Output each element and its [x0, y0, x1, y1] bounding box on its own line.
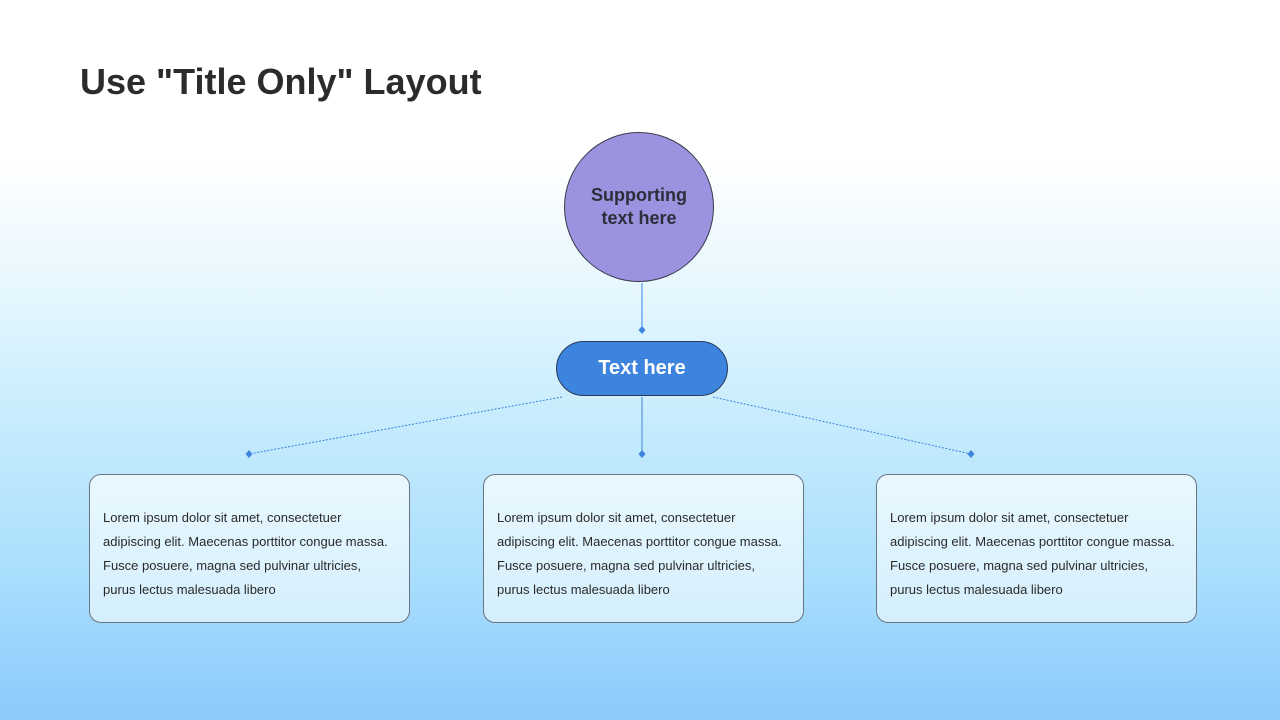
card-1-body: Lorem ipsum dolor sit amet, consectetuer…	[103, 510, 388, 597]
text-card-3[interactable]: Lorem ipsum dolor sit amet, consectetuer…	[876, 474, 1197, 623]
connector-arrow-head-card-2	[638, 450, 646, 458]
supporting-text-label: Supporting text here	[591, 185, 687, 228]
connector-arrow-head-pill	[638, 326, 646, 334]
connector-pill-to-card-3	[712, 396, 972, 455]
supporting-text-circle[interactable]: Supporting text here	[564, 132, 714, 282]
text-here-label: Text here	[598, 357, 686, 379]
text-card-1[interactable]: Lorem ipsum dolor sit amet, consectetuer…	[89, 474, 410, 623]
text-here-pill[interactable]: Text here	[556, 341, 728, 396]
text-card-2[interactable]: Lorem ipsum dolor sit amet, consectetuer…	[483, 474, 804, 623]
slide-title: Use "Title Only" Layout	[80, 61, 482, 102]
connector-pill-to-card-1	[248, 396, 563, 455]
card-3-body: Lorem ipsum dolor sit amet, consectetuer…	[890, 510, 1175, 597]
card-2-body: Lorem ipsum dolor sit amet, consectetuer…	[497, 510, 782, 597]
connector-arrow-head-card-1	[245, 450, 253, 458]
connector-arrow-head-card-3	[967, 450, 975, 458]
